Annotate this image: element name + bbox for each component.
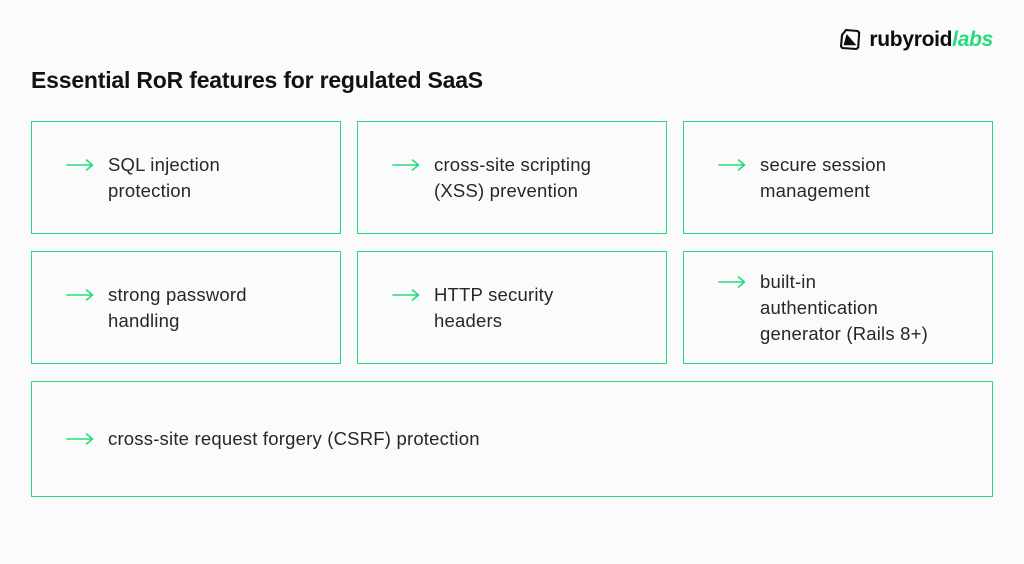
feature-label: cross-site scripting (XSS) prevention [434,153,592,201]
card-content: secure session management [718,152,886,204]
card-content: SQL injection protection [66,152,220,204]
arrow-right-icon [392,152,420,178]
rubyroidlabs-logo-icon [840,28,861,50]
feature-card-auth-generator: built-in authentication generator (Rails… [683,251,993,364]
feature-card-secure-session: secure session management [683,121,993,234]
feature-card-strong-password: strong password handling [31,251,341,364]
feature-label: secure session management [760,153,887,201]
card-content: strong password handling [66,282,247,334]
card-content: cross-site scripting (XSS) prevention [392,152,591,204]
card-content: built-in authentication generator (Rails… [718,269,928,347]
arrow-right-icon [718,269,746,295]
arrow-right-icon [66,152,94,178]
logo-brand-text: rubyroid [869,27,953,51]
feature-label: HTTP security headers [434,283,554,331]
card-content: cross-site request forgery (CSRF) protec… [66,426,480,452]
logo-suffix-text: labs [952,27,993,51]
feature-card-http-headers: HTTP security headers [357,251,667,364]
card-content: HTTP security headers [392,282,553,334]
arrow-right-icon [66,282,94,308]
feature-label: cross-site request forgery (CSRF) protec… [108,428,480,449]
feature-label: strong password handling [108,283,247,331]
feature-label: built-in authentication generator (Rails… [760,270,929,344]
feature-label: SQL injection protection [108,153,220,201]
header: rubyroidlabs [31,0,993,53]
page-title: Essential RoR features for regulated Saa… [31,67,483,93]
feature-card-xss-prevention: cross-site scripting (XSS) prevention [357,121,667,234]
infographic-page: rubyroidlabs Essential RoR features for … [31,0,993,497]
features-grid: SQL injection protection cross-site scri… [31,121,993,497]
arrow-right-icon [718,152,746,178]
rubyroidlabs-logo: rubyroidlabs [837,27,993,53]
logo-wordmark: rubyroidlabs [869,28,993,52]
arrow-right-icon [66,426,94,452]
feature-card-csrf-protection: cross-site request forgery (CSRF) protec… [31,381,993,497]
feature-card-sql-injection: SQL injection protection [31,121,341,234]
arrow-right-icon [392,282,420,308]
